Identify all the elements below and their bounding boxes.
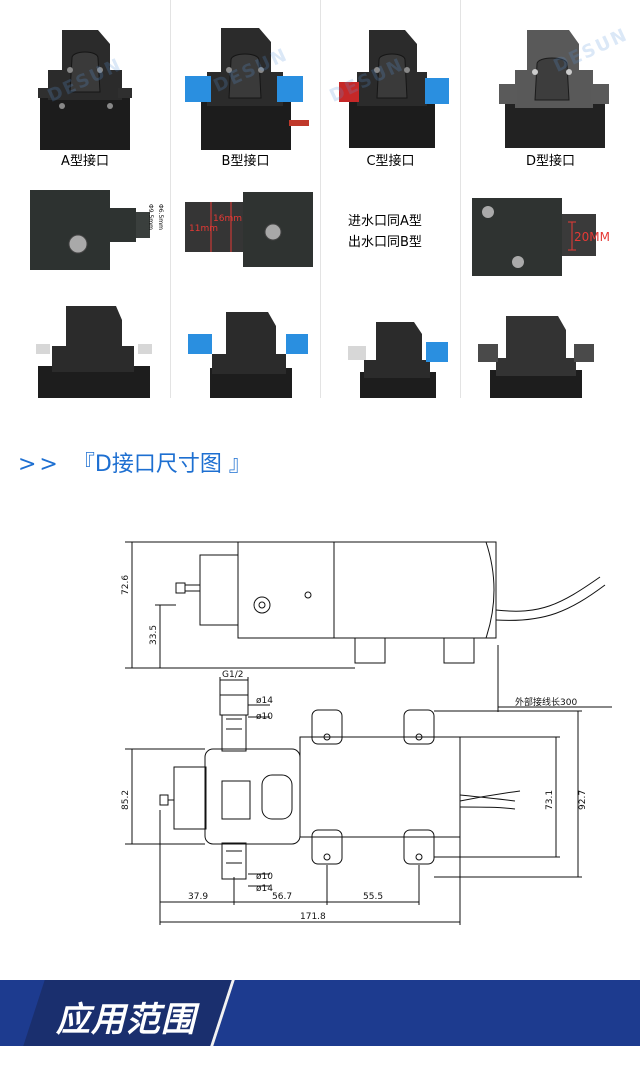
- grid-divider: [460, 0, 461, 398]
- note-type-c-outlet: 出水口同B型: [348, 235, 422, 250]
- dim-label-cable: 外部接线长300: [515, 696, 577, 708]
- photo-type-b: DESUN B型接口: [171, 0, 320, 180]
- motor-body-top: [299, 736, 461, 838]
- dim-label: 92.7: [578, 790, 588, 810]
- dim-label: 37.9: [188, 892, 208, 902]
- dim-label: 33.5: [149, 625, 159, 645]
- measure-label: Φ6.5mm: [157, 204, 164, 230]
- note-type-c-inlet: 进水口同A型: [348, 214, 422, 229]
- dim-label: ø14: [256, 696, 273, 706]
- mount-ear: [311, 709, 343, 745]
- caption-type-d: D型接口: [525, 154, 575, 169]
- caption-type-a: A型接口: [61, 154, 109, 169]
- chevron-right-icon: >>: [18, 452, 61, 477]
- switch-stub: [159, 794, 169, 806]
- banner-title: 应用范围: [56, 1000, 196, 1040]
- measure-label: 20MM: [574, 230, 610, 244]
- interface-photo-grid: DESUN A型接口 DESUN B型接口 DESUN C型接口: [0, 0, 640, 398]
- measure-label: 16mm: [213, 214, 242, 224]
- photo-type-c: DESUN C型接口: [321, 0, 460, 180]
- side-photo-type-c: [342, 318, 452, 398]
- switch-block: [173, 766, 207, 830]
- pump-side-photo: [348, 322, 448, 398]
- photo-type-a: DESUN A型接口: [0, 0, 170, 180]
- dim-label: ø10: [256, 872, 273, 882]
- mount-ear: [403, 829, 435, 865]
- mount-foot: [443, 637, 475, 664]
- dim-label: ø14: [256, 884, 273, 894]
- caption-type-b: B型接口: [221, 154, 270, 169]
- pump-head-top: [204, 748, 301, 845]
- dimension-drawing: 72.6 33.5 外部接线长300 G1/2 ø14 ø10 ø10 ø14 …: [121, 541, 612, 925]
- side-photo-type-a: [30, 296, 158, 398]
- pump-side-photo: [188, 312, 308, 398]
- mount-ear: [311, 829, 343, 865]
- dim-label: 72.6: [121, 575, 131, 595]
- pump-side-photo: [36, 306, 152, 398]
- pump-head-photo: [499, 30, 609, 148]
- photo-type-d: DESUN D型接口: [461, 0, 640, 180]
- dim-label: ø10: [256, 712, 273, 722]
- dim-label: 85.2: [121, 790, 131, 810]
- connector-closeup-photo: [472, 198, 596, 276]
- section-title: 『D接口尺寸图 』: [72, 452, 251, 477]
- pump-side-photo: [478, 316, 594, 398]
- side-photo-type-d: [472, 312, 600, 398]
- section-heading: >> 『D接口尺寸图 』: [18, 446, 251, 478]
- pump-head-photo: [185, 28, 309, 150]
- dim-label: 171.8: [300, 912, 326, 922]
- connector-closeup-photo: [185, 192, 313, 267]
- closeup-type-d: 20MM: [472, 198, 620, 276]
- application-banner: 应用范围: [0, 980, 640, 1046]
- dim-label-thread: G1/2: [222, 670, 243, 680]
- grid-divider: [170, 0, 171, 398]
- measure-label: 11mm: [189, 224, 218, 234]
- dim-label: 55.5: [363, 892, 383, 902]
- motor-body: [333, 541, 497, 639]
- caption-type-c: C型接口: [366, 154, 415, 169]
- closeup-type-a: Φ9.5mm Φ6.5mm: [30, 190, 170, 275]
- closeup-type-b: 16mm 11mm: [185, 192, 313, 267]
- mount-ear: [403, 709, 435, 745]
- mount-foot: [354, 637, 386, 664]
- pump-head-photo: [339, 30, 449, 148]
- pump-head-outline: [237, 541, 335, 639]
- pump-valve-block: [199, 554, 239, 626]
- port-circle: [253, 596, 271, 614]
- grid-divider: [320, 0, 321, 398]
- switch-stub: [175, 582, 186, 594]
- dim-label: 73.1: [545, 790, 555, 810]
- connector-closeup-photo: [30, 190, 150, 270]
- pump-head-photo: [38, 30, 132, 150]
- side-photo-type-b: [182, 306, 312, 398]
- measure-label: Φ9.5mm: [147, 204, 154, 230]
- dim-label: 56.7: [272, 892, 292, 902]
